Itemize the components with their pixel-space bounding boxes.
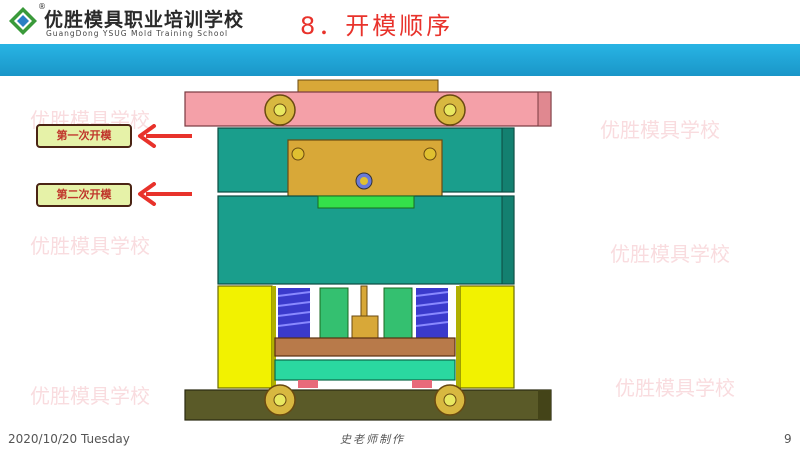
- watermark: 优胜模具学校: [30, 234, 150, 258]
- watermark: 优胜模具学校: [615, 376, 735, 400]
- registered-mark: ®: [38, 2, 46, 11]
- ysug-logo-icon: [9, 7, 37, 35]
- screw-icon: [434, 94, 466, 126]
- school-name: 优胜模具职业培训学校: [44, 9, 245, 31]
- top-clamp-plate: [184, 91, 552, 127]
- screw-icon: [264, 94, 296, 126]
- cavity-plate: [217, 195, 515, 285]
- second-open-label: 第二次开模: [36, 183, 132, 207]
- spring-right: [415, 288, 449, 338]
- slide-title: 8．开模顺序: [300, 12, 454, 40]
- ejector-plate: [274, 359, 456, 381]
- spring-left: [277, 288, 311, 338]
- ejector-retainer-plate: [274, 337, 456, 357]
- screw-icon: [434, 384, 466, 416]
- header-band: [0, 44, 800, 76]
- footer-date: 2020/10/20 Tuesday: [8, 432, 130, 446]
- left-arrow-icon: [138, 124, 192, 148]
- screw-icon: [264, 384, 296, 416]
- watermark: 优胜模具学校: [30, 384, 150, 408]
- page-number: 9: [784, 432, 792, 446]
- bottom-clamp-plate: [184, 389, 552, 421]
- school-name-english: GuangDong YSUG Mold Training School: [46, 29, 229, 38]
- mold-diagram: [184, 79, 552, 421]
- support-block-left: [217, 285, 273, 389]
- watermark: 优胜模具学校: [600, 118, 720, 142]
- watermark: 优胜模具学校: [610, 242, 730, 266]
- sprue-bushing: [297, 79, 439, 93]
- left-arrow-icon: [138, 182, 192, 206]
- support-block-right: [459, 285, 515, 389]
- footer-author: 史老师制作: [340, 433, 405, 446]
- first-open-label: 第一次开模: [36, 124, 132, 148]
